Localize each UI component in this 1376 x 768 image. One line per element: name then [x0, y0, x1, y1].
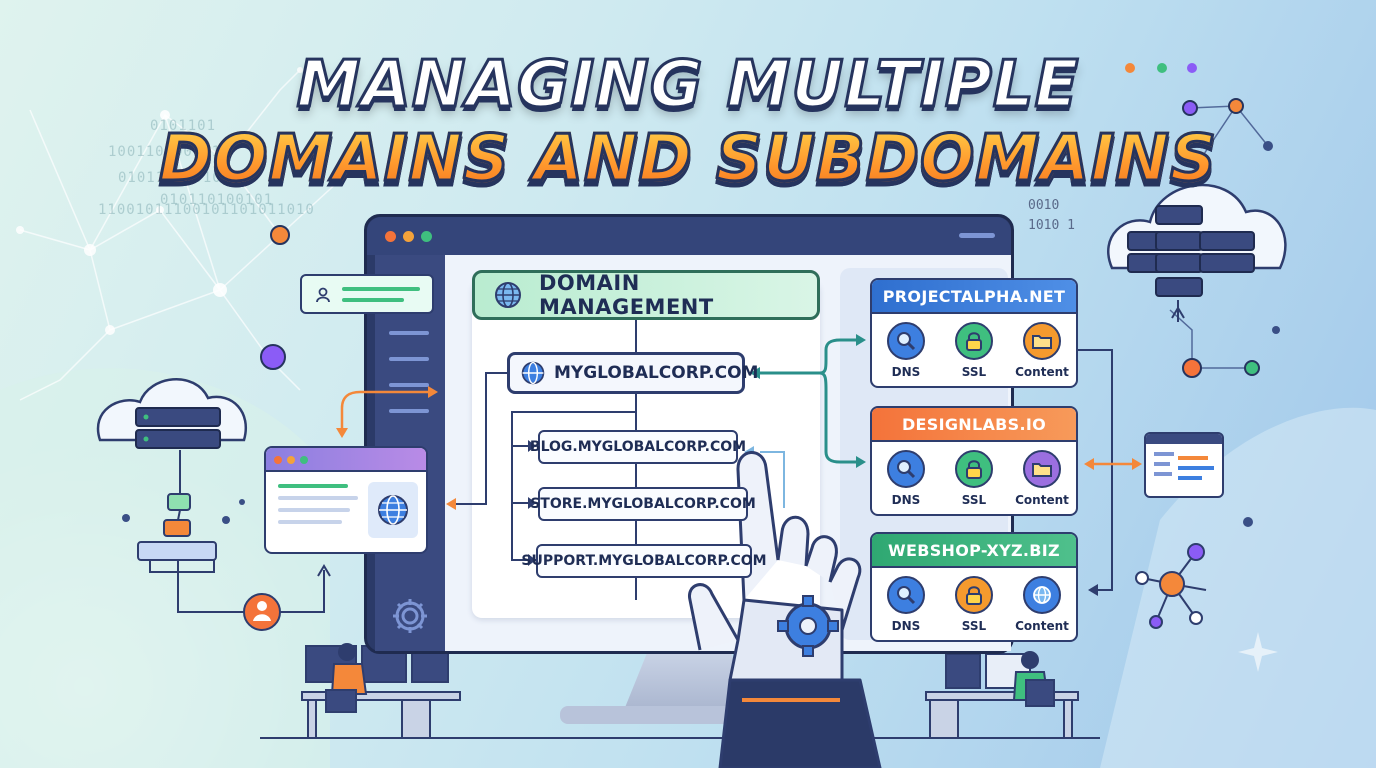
- globe-icon: [378, 495, 408, 525]
- page-title-line-2: DOMAINS AND SUBDOMAINS: [0, 121, 1376, 198]
- globe-tile: [368, 482, 418, 538]
- code-window-mini: [1144, 432, 1224, 498]
- service-label: Content: [1015, 365, 1069, 379]
- text-line-placeholder: [1178, 456, 1208, 460]
- padlock-icon: [966, 586, 982, 605]
- window-titlebar: [367, 217, 1011, 255]
- subdomain-node-blog[interactable]: BLOG.MYGLOBALCORP.COM: [530, 430, 746, 464]
- globe-icon: [1033, 586, 1051, 604]
- sidebar-item[interactable]: [389, 409, 429, 413]
- root-domain-node[interactable]: MYGLOBALCORP.COM: [507, 352, 758, 394]
- binary-text: 0101101101001: [118, 170, 241, 186]
- text-line-placeholder: [1178, 466, 1214, 470]
- window-titlebar: [266, 448, 426, 472]
- text-line-placeholder: [278, 508, 350, 512]
- binary-text: 0010: [1028, 198, 1060, 213]
- padlock-icon: [966, 332, 982, 351]
- text-line-placeholder: [1178, 476, 1202, 480]
- window-close-dot[interactable]: [385, 231, 396, 242]
- text-line-placeholder: [342, 298, 404, 302]
- text-line-placeholder: [1154, 472, 1172, 476]
- domain-card-title: DESIGNLABS.IO: [872, 408, 1076, 442]
- dns-service[interactable]: DNS: [874, 450, 938, 507]
- service-label: Content: [1015, 619, 1069, 633]
- magnifier-icon: [897, 460, 916, 479]
- binary-text: 0101101: [150, 118, 216, 134]
- text-line-placeholder: [1154, 452, 1174, 456]
- root-domain-label: MYGLOBALCORP.COM: [554, 363, 759, 383]
- content-service[interactable]: Content: [1010, 576, 1074, 633]
- content-service[interactable]: Content: [1010, 322, 1074, 379]
- ssl-service[interactable]: SSL: [942, 450, 1006, 507]
- text-line-placeholder: [278, 520, 342, 524]
- user-icon: [316, 287, 330, 303]
- domain-card-projectalpha[interactable]: PROJECTALPHA.NET DNS SSL Content: [870, 278, 1078, 388]
- folder-icon: [1032, 335, 1052, 349]
- subdomain-node-store[interactable]: STORE.MYGLOBALCORP.COM: [530, 487, 756, 521]
- sidebar-item[interactable]: [389, 357, 429, 361]
- folder-icon: [1032, 463, 1052, 477]
- magnifier-icon: [897, 332, 916, 351]
- service-label: SSL: [961, 619, 987, 633]
- text-line-placeholder: [342, 287, 420, 291]
- page-title-line-1: MANAGING MULTIPLE: [295, 47, 1080, 124]
- sidebar-item[interactable]: [389, 383, 429, 387]
- binary-text: 010110100101: [160, 192, 274, 208]
- sidebar-item[interactable]: [389, 331, 429, 335]
- service-label: SSL: [961, 365, 987, 379]
- dns-service[interactable]: DNS: [874, 322, 938, 379]
- window-maximize-dot[interactable]: [421, 231, 432, 242]
- globe-icon: [495, 282, 521, 308]
- globe-icon: [521, 361, 545, 385]
- domain-card-title: PROJECTALPHA.NET: [872, 280, 1076, 314]
- window-titlebar: [1146, 434, 1222, 444]
- ssl-service[interactable]: SSL: [942, 322, 1006, 379]
- padlock-icon: [966, 460, 982, 479]
- subdomain-node-support[interactable]: SUPPORT.MYGLOBALCORP.COM: [521, 544, 767, 578]
- domain-card-webshop[interactable]: WEBSHOP-XYZ.BIZ DNS SSL Content: [870, 532, 1078, 642]
- window-maximize-dot[interactable]: [300, 456, 308, 464]
- binary-text: 100110100101: [108, 144, 221, 160]
- gear-icon[interactable]: [389, 595, 431, 637]
- text-line-placeholder: [1154, 462, 1170, 466]
- ssl-service[interactable]: SSL: [942, 576, 1006, 633]
- service-label: Content: [1015, 493, 1069, 507]
- domain-management-title: DOMAIN MANAGEMENT: [539, 271, 714, 319]
- dns-service[interactable]: DNS: [874, 576, 938, 633]
- service-label: DNS: [891, 619, 921, 633]
- text-line-placeholder: [278, 484, 348, 488]
- user-login-field[interactable]: [300, 274, 434, 314]
- magnifier-icon: [897, 586, 916, 605]
- domain-card-title: WEBSHOP-XYZ.BIZ: [872, 534, 1076, 568]
- binary-text: 1010 1: [1028, 218, 1075, 233]
- window-minimize-dot[interactable]: [287, 456, 295, 464]
- domain-card-designlabs[interactable]: DESIGNLABS.IO DNS SSL Content: [870, 406, 1078, 516]
- window-close-dot[interactable]: [274, 456, 282, 464]
- content-service[interactable]: Content: [1010, 450, 1074, 507]
- browser-window-mini: [264, 446, 428, 554]
- service-label: DNS: [891, 493, 921, 507]
- binary-text: 11001011100101101011010: [98, 202, 315, 218]
- window-titlebar-line: [959, 233, 995, 238]
- service-label: DNS: [891, 365, 921, 379]
- service-label: SSL: [961, 493, 987, 507]
- window-minimize-dot[interactable]: [403, 231, 414, 242]
- gear-icon: [777, 595, 839, 657]
- domain-management-header: DOMAIN MANAGEMENT: [472, 270, 820, 320]
- text-line-placeholder: [278, 496, 358, 500]
